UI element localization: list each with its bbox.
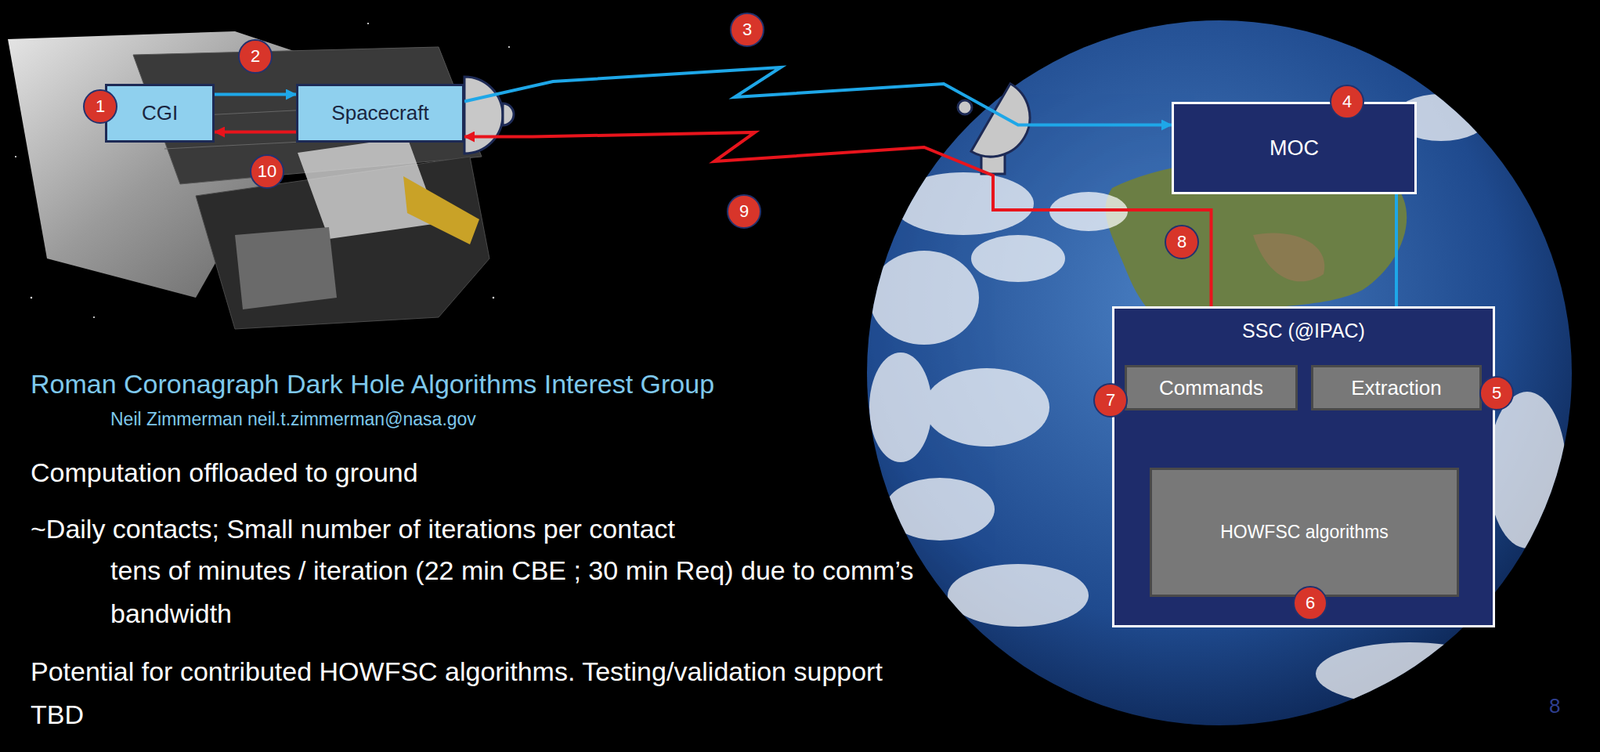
box-label: HOWFSC algorithms [1220,521,1389,543]
note-text: Potential for contributed HOWFSC algorit… [30,650,932,737]
slide-title: Roman Coronagraph Dark Hole Algorithms I… [30,368,715,401]
earth-disc [866,20,1572,726]
page-number: 8 [1549,693,1561,719]
cloud [947,563,1089,627]
cloud [892,172,1034,235]
author-line: Neil Zimmerman neil.t.zimmerman@nasa.gov [110,408,477,431]
star [492,296,495,299]
box-label: MOC [1269,136,1319,161]
box-label: Commands [1159,375,1264,401]
cloud [924,368,1050,447]
land [1253,232,1325,282]
star [14,155,17,158]
callout-number: 9 [726,194,762,229]
uplink-arrow [214,130,297,134]
dish-feed [957,100,972,115]
callout-number: 3 [729,12,765,47]
downlink-arrow [214,93,297,97]
gold-panel [403,176,480,245]
dish [971,83,1044,172]
process-box: Extraction [1311,364,1482,411]
telescope-illustration [7,31,490,329]
cloud [1315,642,1504,705]
operations-box: MOC [1171,101,1417,195]
box-label: Spacecraft [331,101,429,126]
earth [866,20,1572,726]
callout-number: 8 [1164,224,1200,260]
box-label: Extraction [1350,375,1442,401]
downlink-arrow [464,67,1172,126]
cloud [1488,391,1567,549]
box-label: CGI [141,101,178,126]
callout-number: 10 [249,154,285,189]
process-box: Commands [1124,364,1298,411]
box-label: SSC (@IPAC) [1242,319,1366,343]
cloud [971,234,1066,282]
science-center-region: SSC (@IPAC) Commands ExtractionHOWFSC algo… [1112,306,1496,628]
spacecraft-box: Spacecraft [296,83,465,143]
spacecraft-antenna [464,76,514,154]
instrument-box: CGI [104,83,215,143]
callout-number: 2 [238,39,273,74]
cloud [869,250,979,345]
panel [234,227,337,310]
star [367,22,369,25]
star [30,296,33,299]
cloud [884,477,995,541]
process-box: HOWFSC algorithms [1149,467,1460,597]
uplink-arrow [464,132,1212,365]
cloud [869,352,932,463]
note-text: ~Daily contacts; Small number of iterati… [30,512,676,546]
star [93,316,95,318]
note-text: Computation offloaded to ground [30,456,419,489]
star [508,46,510,48]
clouds [869,93,1567,705]
note-text: tens of minutes / iteration (22 min CBE … [110,548,949,636]
dish-feed [502,103,514,126]
dish [464,76,503,154]
